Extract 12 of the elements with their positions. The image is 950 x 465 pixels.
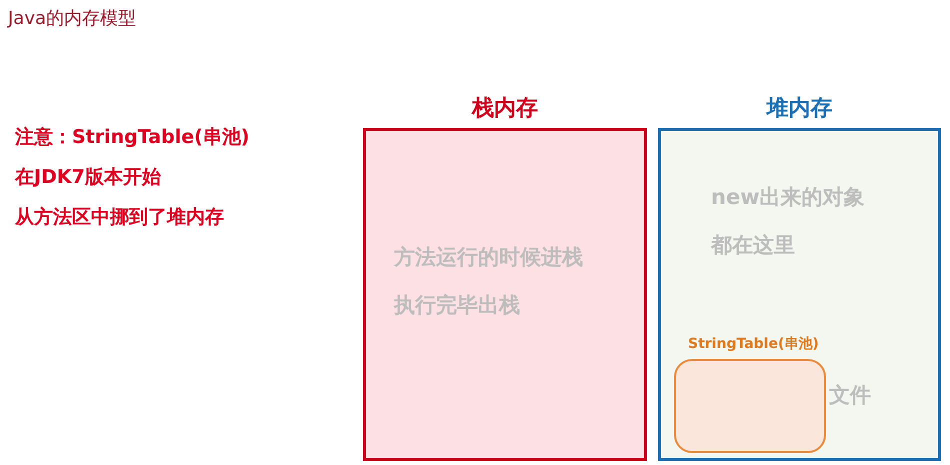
panel-heading: 栈内存 (470, 95, 539, 123)
panel-text: 方法运行的时候进栈 (394, 244, 583, 271)
panel-heading: 堆内存 (764, 95, 834, 123)
diagram-title: Java的内存模型 (8, 7, 136, 30)
panel-text: 都在这里 (711, 232, 795, 259)
note-text: 注意：StringTable(串池) (15, 125, 250, 150)
panel-text: 文件 (829, 382, 871, 409)
panel-text: 执行完毕出栈 (394, 292, 520, 319)
note-text: 在JDK7版本开始 (15, 165, 161, 190)
box-heading: StringTable(串池) (688, 335, 819, 353)
note-text: 从方法区中挪到了堆内存 (15, 205, 224, 230)
panel-text: new出来的对象 (711, 184, 865, 211)
